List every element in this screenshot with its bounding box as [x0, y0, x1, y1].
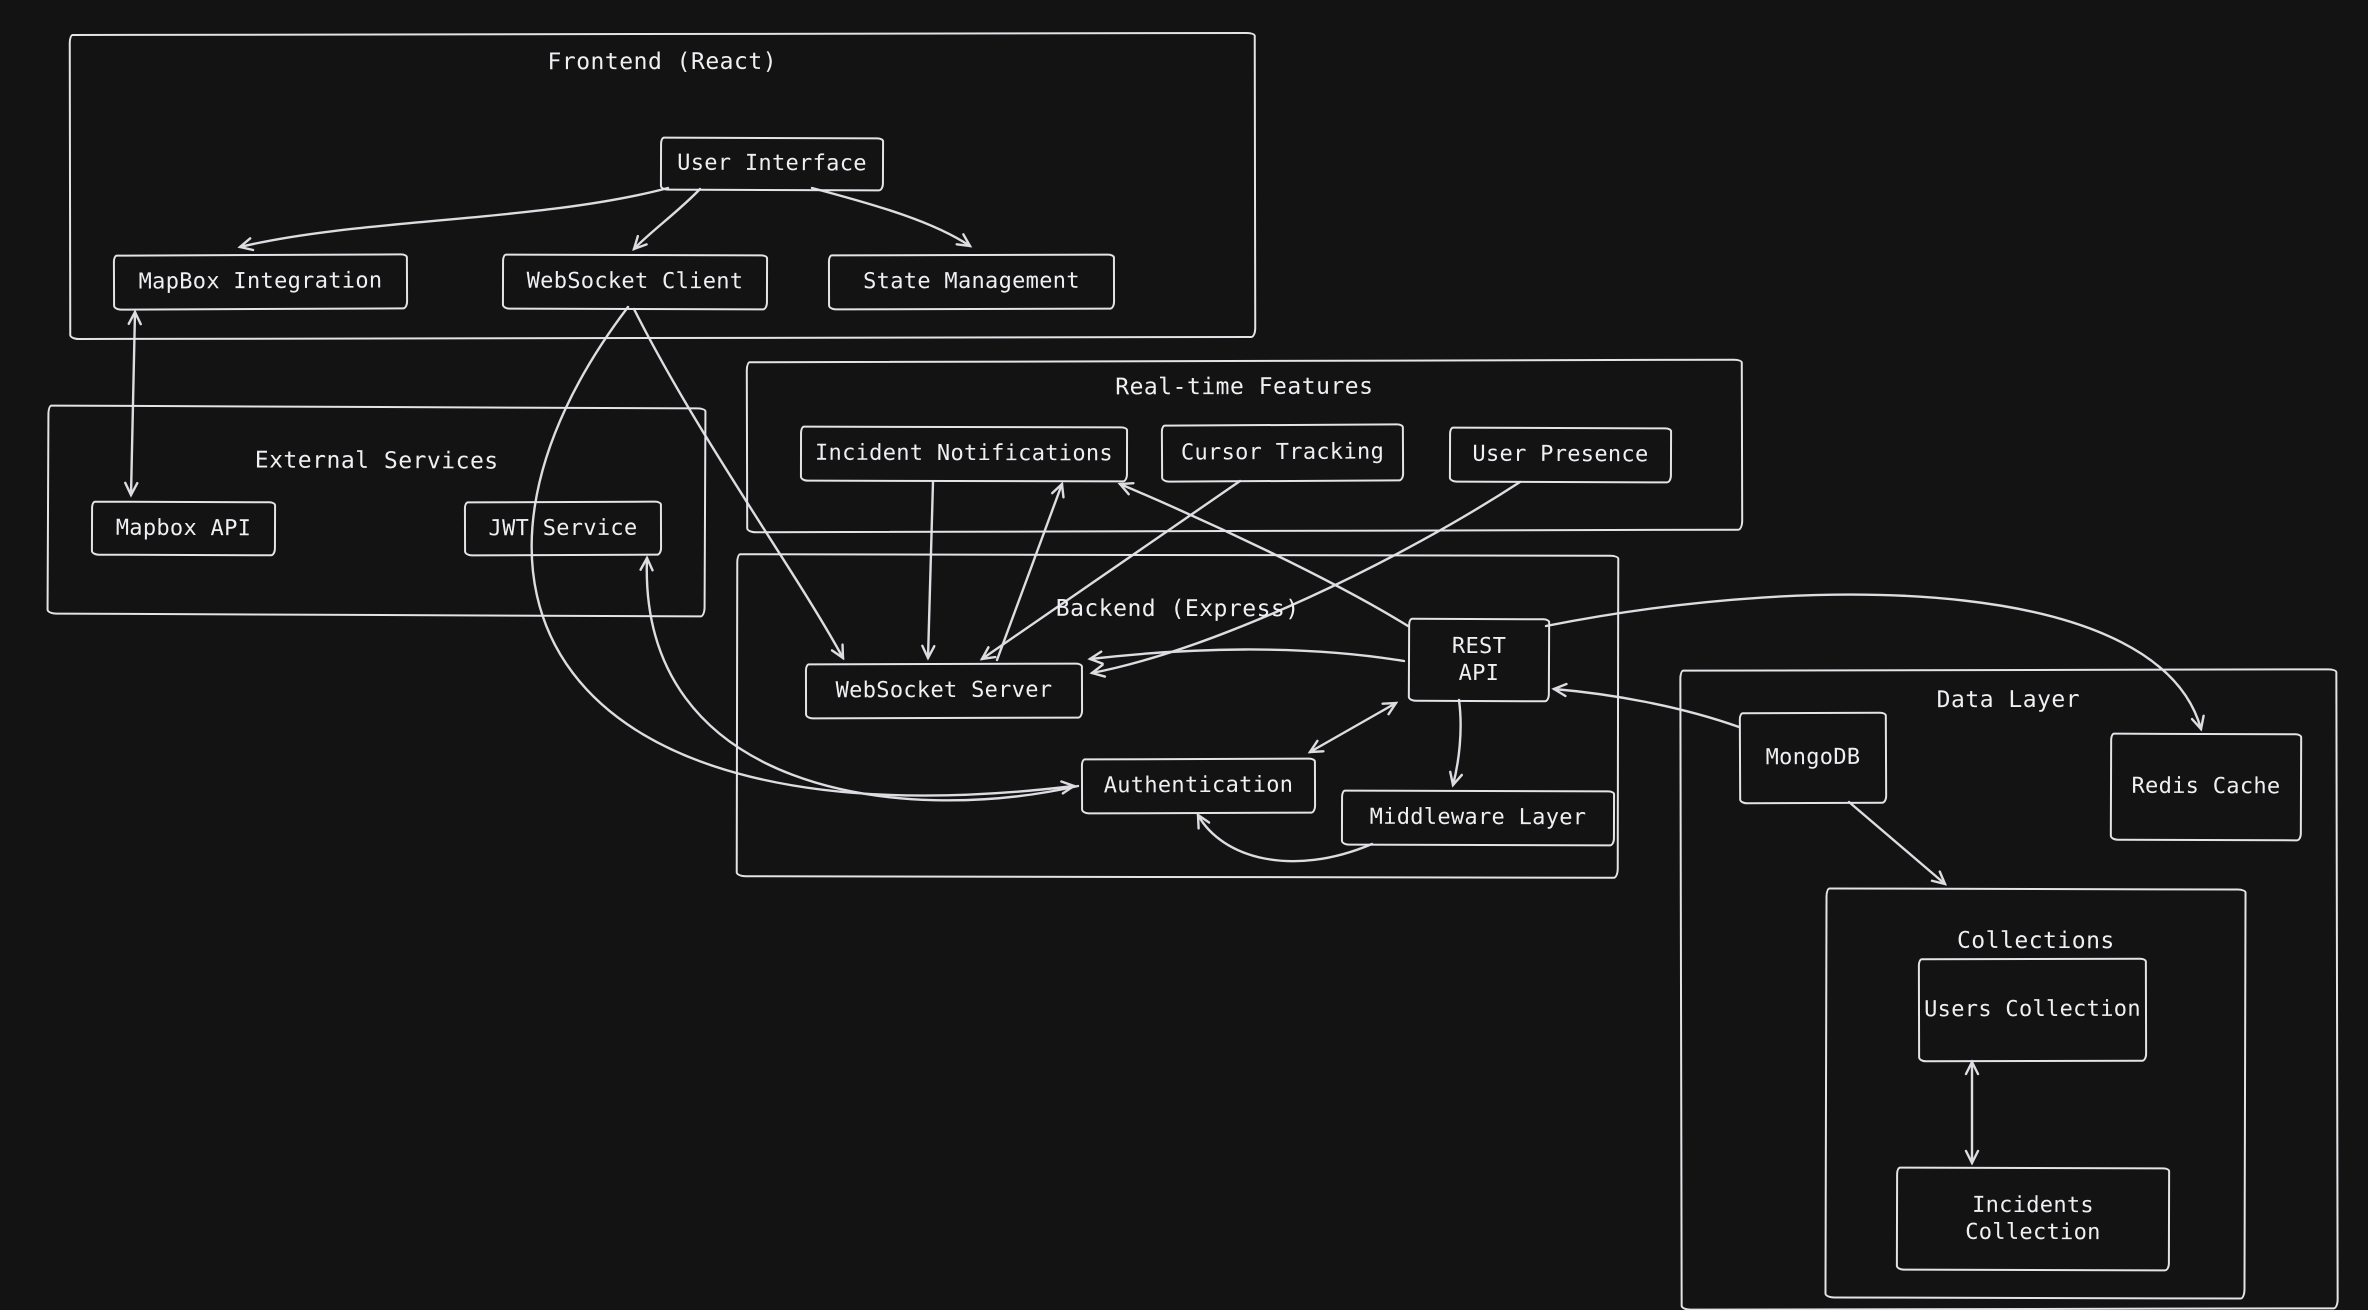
node-mongodb-label: MongoDB: [1765, 745, 1861, 771]
node-authentication[interactable]: Authentication: [1080, 757, 1317, 815]
node-state-management[interactable]: State Management: [827, 253, 1116, 311]
node-jwt-service[interactable]: JWT Service: [463, 500, 663, 557]
node-user-presence-label: User Presence: [1472, 441, 1649, 468]
node-mongodb[interactable]: MongoDB: [1738, 711, 1888, 805]
node-authentication-label: Authentication: [1103, 772, 1294, 799]
node-state-management-label: State Management: [863, 268, 1080, 295]
node-incident-notifications[interactable]: Incident Notifications: [799, 425, 1129, 483]
node-user-presence[interactable]: User Presence: [1448, 426, 1673, 484]
node-websocket-server-label: WebSocket Server: [835, 677, 1053, 704]
edge-mapbox-integration-mapbox-api[interactable]: [124, 309, 142, 498]
group-frontend-title: Frontend (React): [547, 48, 778, 76]
edge-incident-notifications-websocket-server[interactable]: [921, 480, 936, 661]
node-mapbox-api[interactable]: Mapbox API: [90, 500, 277, 557]
edge-user-interface-mapbox-integration[interactable]: [237, 186, 670, 252]
node-mapbox-api-label: Mapbox API: [115, 515, 252, 541]
edge-rest-api-authentication[interactable]: [1307, 701, 1399, 754]
node-redis-cache-label: Redis Cache: [2131, 773, 2281, 800]
node-redis-cache[interactable]: Redis Cache: [2109, 732, 2303, 842]
node-websocket-server[interactable]: WebSocket Server: [804, 662, 1084, 720]
node-users-collection-label: Users Collection: [1924, 996, 2141, 1023]
edge-middleware-layer-authentication[interactable]: [1196, 812, 1374, 863]
edge-rest-api-middleware-layer[interactable]: [1449, 698, 1464, 788]
node-incidents-collection[interactable]: Incidents Collection: [1895, 1166, 2171, 1272]
node-incidents-collection-label: Incidents Collection: [1965, 1192, 2101, 1246]
edge-user-presence-websocket-server[interactable]: [1089, 480, 1522, 678]
group-data-layer-title: Data Layer: [1936, 686, 2081, 714]
edge-cursor-tracking-websocket-server[interactable]: [979, 479, 1242, 661]
edge-authentication-jwt-service[interactable]: [639, 555, 1080, 802]
node-users-collection[interactable]: Users Collection: [1917, 957, 2148, 1063]
node-websocket-client[interactable]: WebSocket Client: [501, 253, 769, 311]
node-mapbox-integration-label: MapBox Integration: [138, 268, 383, 295]
node-cursor-tracking-label: Cursor Tracking: [1180, 439, 1385, 466]
group-external-services-title: External Services: [254, 447, 499, 475]
edge-websocket-client-websocket-server[interactable]: [632, 307, 845, 661]
edge-user-interface-websocket-client[interactable]: [632, 187, 702, 251]
node-user-interface-label: User Interface: [677, 150, 867, 177]
node-incident-notifications-label: Incident Notifications: [814, 440, 1114, 467]
edge-mongodb-collections[interactable]: [1847, 800, 1948, 886]
edge-rest-api-incident-notifications[interactable]: [1117, 481, 1410, 628]
edge-user-interface-state-management[interactable]: [810, 186, 973, 248]
node-rest-api-label: REST API: [1451, 633, 1507, 687]
node-middleware-layer[interactable]: Middleware Layer: [1340, 789, 1616, 847]
node-mapbox-integration[interactable]: MapBox Integration: [112, 253, 409, 311]
node-rest-api[interactable]: REST API: [1407, 617, 1551, 703]
edge-websocket-server-incident-notifications[interactable]: [995, 481, 1065, 662]
node-user-interface[interactable]: User Interface: [659, 136, 885, 192]
node-middleware-layer-label: Middleware Layer: [1369, 804, 1587, 831]
edge-rest-api-websocket-server[interactable]: [1087, 648, 1406, 665]
group-collections-title: Collections: [1956, 927, 2115, 955]
node-jwt-service-label: JWT Service: [488, 515, 638, 542]
node-websocket-client-label: WebSocket Client: [526, 268, 744, 295]
edge-mongodb-rest-api[interactable]: [1551, 682, 1741, 729]
node-cursor-tracking[interactable]: Cursor Tracking: [1160, 423, 1405, 483]
group-realtime-features-title: Real-time Features: [1115, 373, 1374, 401]
edge-websocket-client-authentication[interactable]: [530, 305, 1077, 797]
edge-rest-api-redis-cache[interactable]: [1544, 593, 2205, 732]
